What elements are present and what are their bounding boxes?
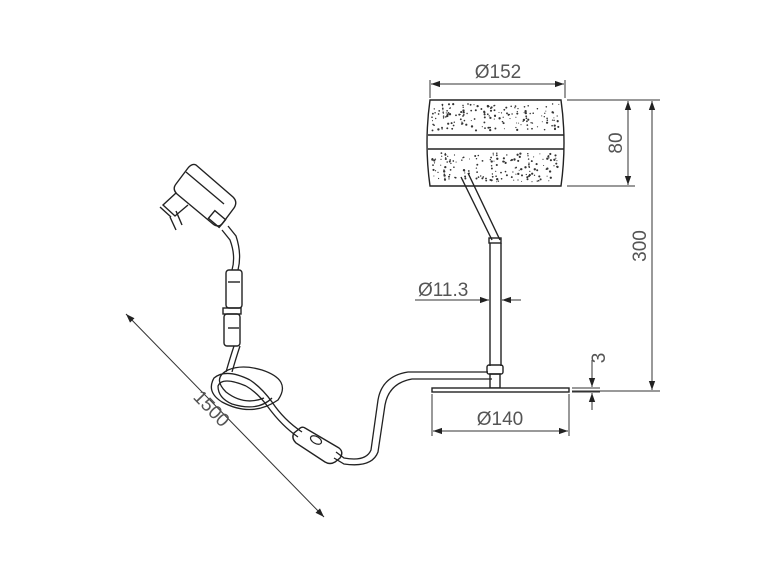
base-thickness-label: 3 [589,353,610,364]
dim-shade-height: 80 [567,99,635,187]
dim-base-diameter: Ø140 [431,394,570,436]
cable-connector [222,269,243,347]
stem-diameter-label: Ø11.3 [418,280,468,301]
lamp-arm [460,172,502,244]
cable-length-label: 1500 [189,387,234,432]
base-diameter-label: Ø140 [477,409,523,430]
shade-height-label: 80 [606,132,627,153]
power-adapter-icon [159,163,237,231]
lamp-stem [486,243,504,389]
lamp-base [431,387,570,393]
lamp-shade [426,99,565,187]
shade-texture [431,103,560,183]
dim-stem-diameter: Ø11.3 [415,280,521,304]
dim-total-height: 300 [567,99,660,392]
power-cable [210,225,492,466]
total-height-label: 300 [630,230,651,262]
shade-diameter-label: Ø152 [475,62,521,83]
dim-shade-diameter: Ø152 [429,62,566,98]
dim-base-thickness: 3 [572,353,610,410]
